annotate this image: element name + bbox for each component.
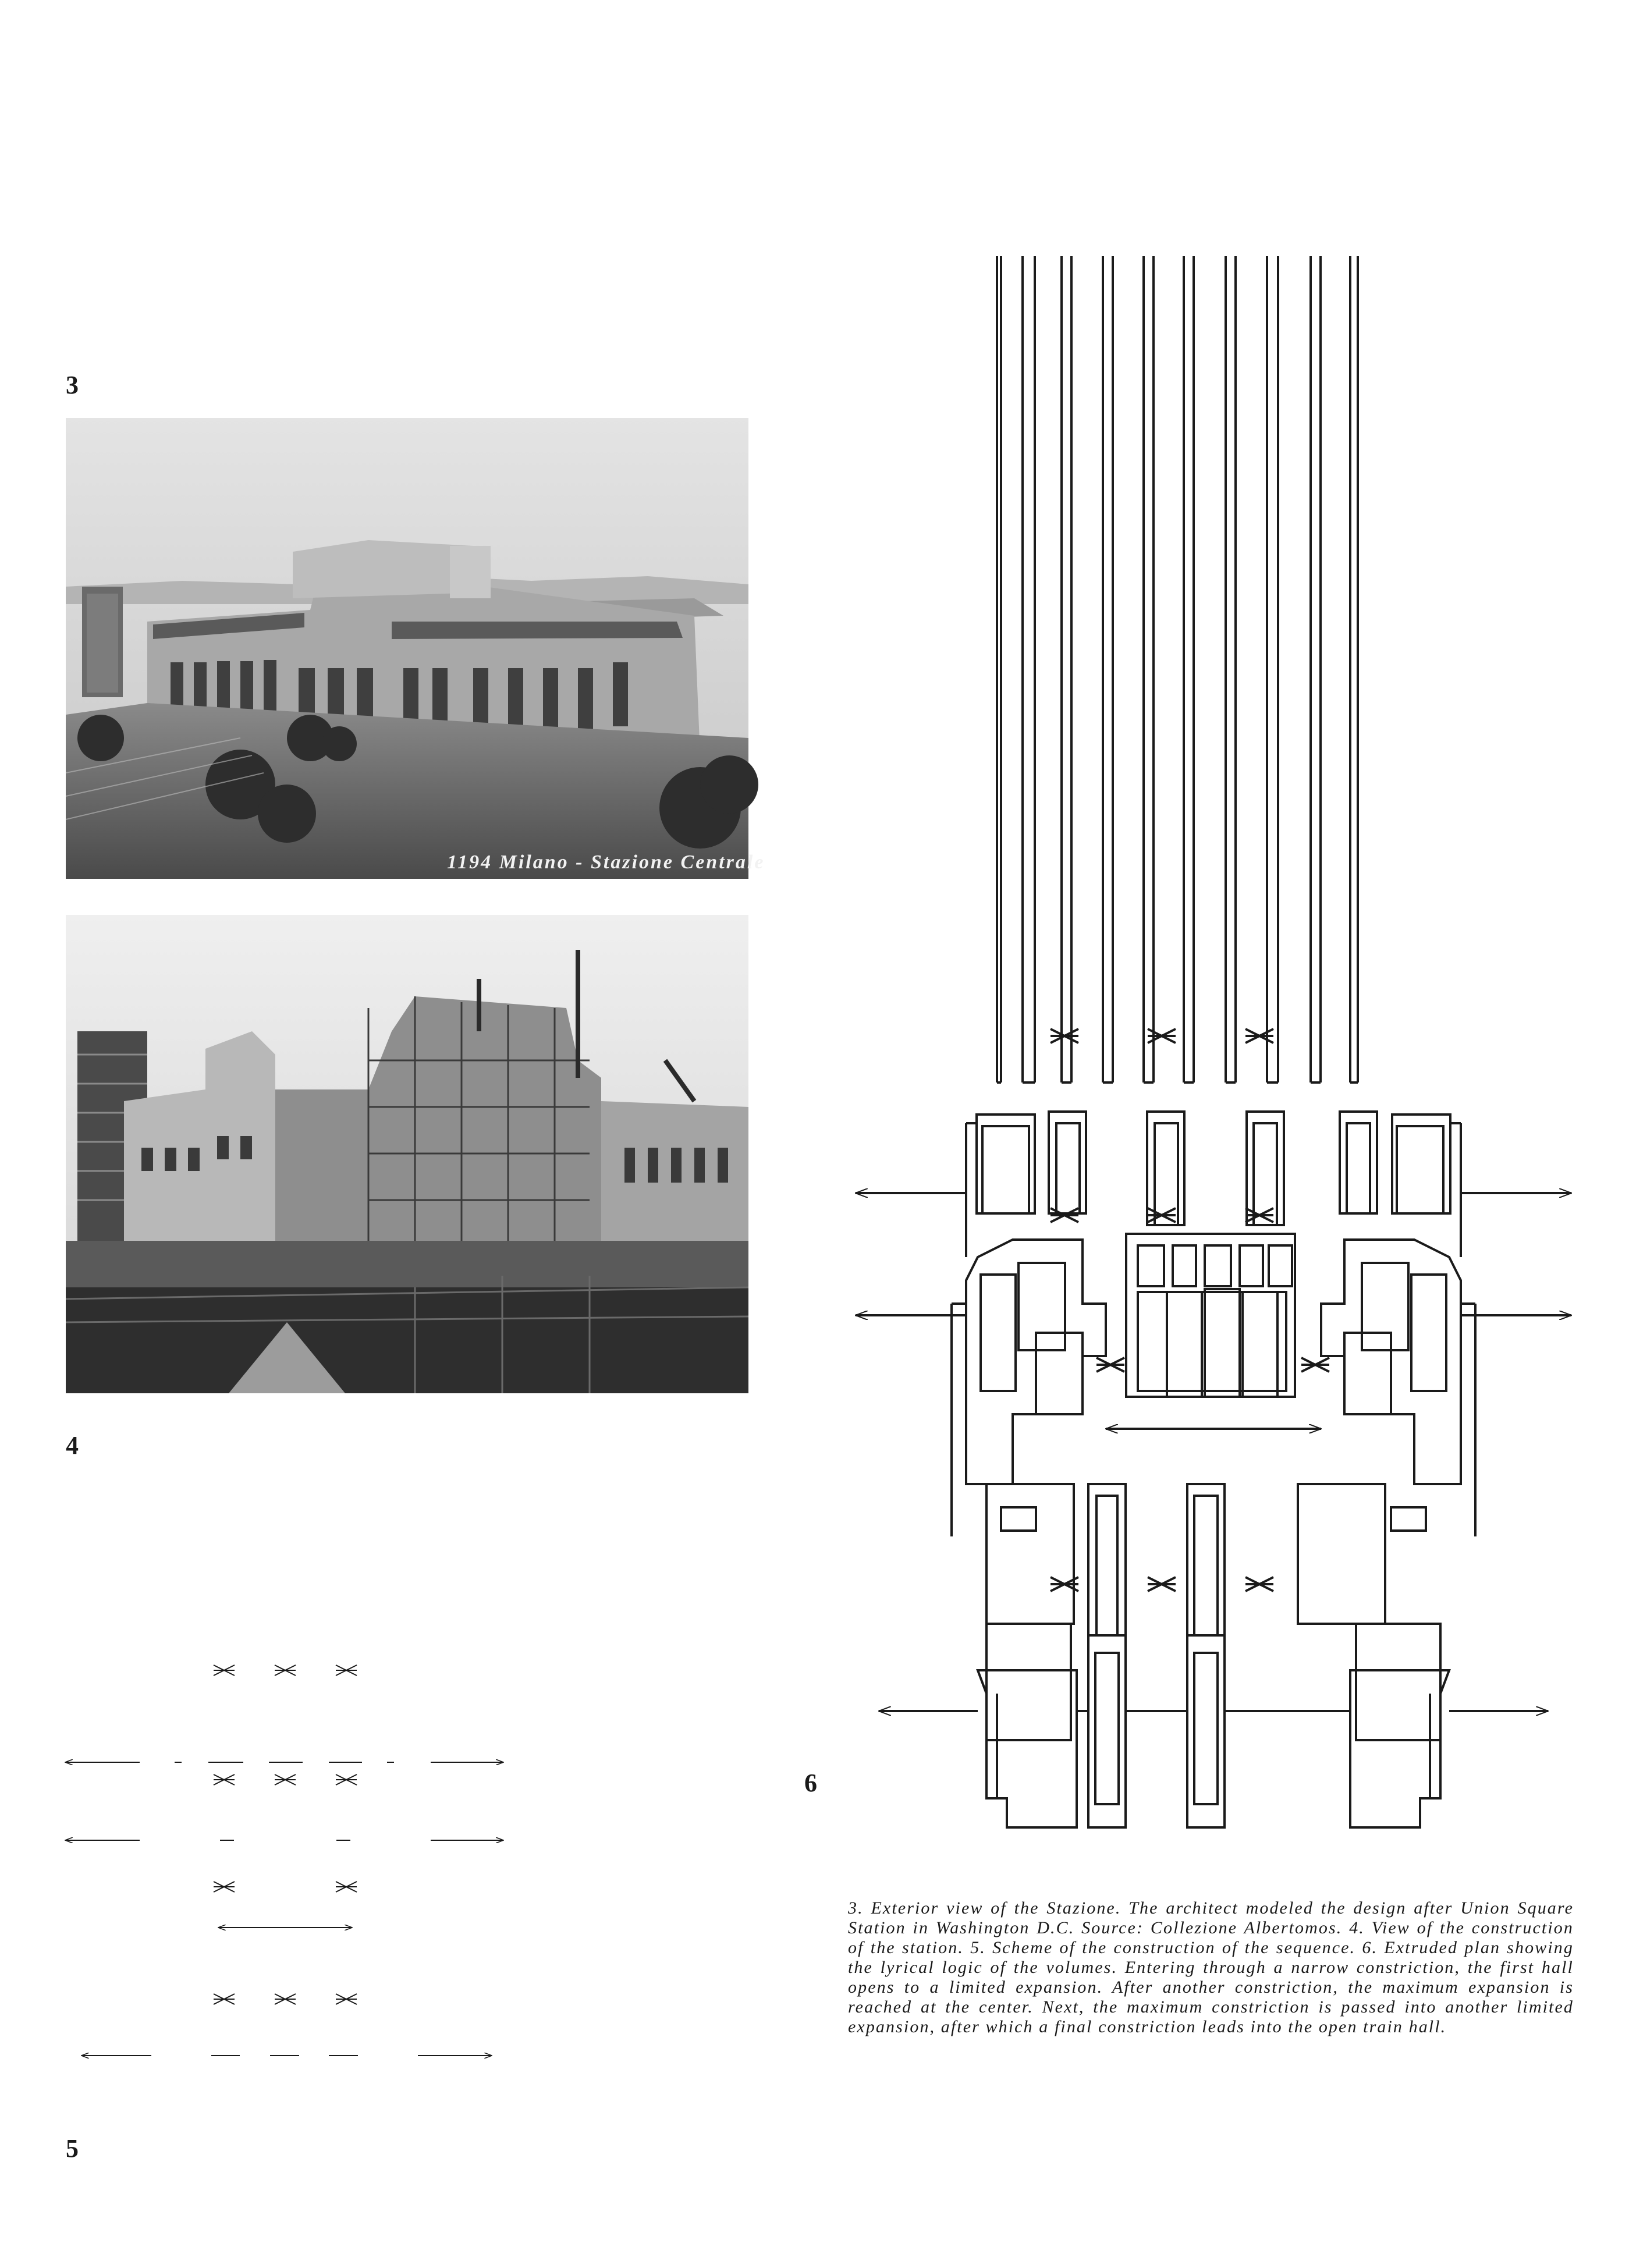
plan-volume xyxy=(981,1125,1030,1215)
constriction-marker-icon xyxy=(213,1881,235,1893)
plan-volume xyxy=(979,1273,1017,1392)
plan-volume xyxy=(1410,1273,1447,1392)
plan-volume xyxy=(1339,1110,1378,1215)
plan-volume xyxy=(976,1669,1078,1829)
figure-4-number: 4 xyxy=(66,1431,79,1460)
constriction-marker-icon xyxy=(1147,1576,1176,1592)
figure-3-number: 3 xyxy=(66,371,79,399)
photo-exterior-view: 1194 Milano - Stazione Centrale xyxy=(65,412,763,879)
plan-volume xyxy=(1193,1652,1219,1805)
plan-volume xyxy=(1094,1652,1120,1805)
constriction-marker-icon xyxy=(1301,1357,1330,1373)
plan-volume xyxy=(1000,1506,1037,1532)
figure-caption: 3. Exterior view of the Stazione. The ar… xyxy=(848,1898,1574,2036)
plan-volume xyxy=(1035,1332,1084,1415)
plan-volume xyxy=(1154,1122,1179,1226)
plan-volume xyxy=(1055,1122,1081,1215)
constriction-marker-icon xyxy=(213,1993,235,2005)
plan-volume xyxy=(1241,1291,1279,1398)
plan-volume xyxy=(1137,1244,1165,1287)
figure-5-number: 5 xyxy=(66,2134,79,2163)
plan-volume xyxy=(1087,1634,1127,1829)
plan-volume xyxy=(1095,1495,1119,1637)
plan-volume xyxy=(1137,1291,1287,1392)
plan-volume xyxy=(1391,1113,1451,1215)
plan-volume xyxy=(1238,1244,1264,1287)
constriction-marker-icon xyxy=(1245,1207,1274,1223)
plan-volume xyxy=(1245,1110,1285,1226)
plan-volume xyxy=(1396,1125,1445,1215)
constriction-marker-icon xyxy=(1147,1207,1176,1223)
plan-volume xyxy=(1355,1623,1442,1741)
plan-volume xyxy=(1087,1483,1127,1637)
plan-volume xyxy=(1172,1244,1197,1287)
plan-volume xyxy=(1166,1291,1203,1398)
constriction-marker-icon xyxy=(1050,1207,1079,1223)
plan-volume xyxy=(1390,1506,1427,1532)
plan-volume xyxy=(1349,1669,1451,1829)
constriction-marker-icon xyxy=(274,1993,296,2005)
constriction-marker-icon xyxy=(335,1993,357,2005)
plan-volume xyxy=(1346,1122,1371,1215)
constriction-marker-icon xyxy=(335,1774,357,1786)
constriction-marker-icon xyxy=(1096,1357,1125,1373)
constriction-marker-icon xyxy=(1245,1028,1274,1044)
plan-volume xyxy=(1193,1495,1219,1637)
plan-volume xyxy=(1343,1332,1392,1415)
constriction-marker-icon xyxy=(213,1774,235,1786)
constriction-marker-icon xyxy=(1147,1028,1176,1044)
plan-volume xyxy=(985,1483,1075,1625)
constriction-marker-icon xyxy=(1245,1576,1274,1592)
constriction-marker-icon xyxy=(335,1664,357,1676)
plan-volume xyxy=(1017,1262,1066,1351)
figure-6-number: 6 xyxy=(804,1769,817,1797)
constriction-marker-icon xyxy=(1050,1028,1079,1044)
plan-volume xyxy=(1204,1244,1232,1287)
plan-volume xyxy=(1297,1483,1386,1625)
plan-volume xyxy=(985,1623,1072,1741)
photo-construction-view xyxy=(65,915,749,1393)
constriction-marker-icon xyxy=(274,1774,296,1786)
plan-volume xyxy=(1204,1288,1241,1398)
plan-volume xyxy=(1361,1262,1410,1351)
constriction-marker-icon xyxy=(213,1664,235,1676)
plan-volume xyxy=(1252,1122,1278,1226)
plan-volume xyxy=(1186,1634,1226,1829)
plan-volume xyxy=(1186,1483,1226,1637)
sequence-scheme-diagram xyxy=(58,1664,524,2171)
photo-stamp-text: 1194 Milano - Stazione Centrale xyxy=(447,851,765,873)
constriction-marker-icon xyxy=(1050,1576,1079,1592)
extruded-plan-diagram xyxy=(832,256,1595,1829)
plan-volume xyxy=(975,1113,1036,1215)
plan-volume xyxy=(1268,1244,1293,1287)
constriction-marker-icon xyxy=(335,1881,357,1893)
constriction-marker-icon xyxy=(274,1664,296,1676)
